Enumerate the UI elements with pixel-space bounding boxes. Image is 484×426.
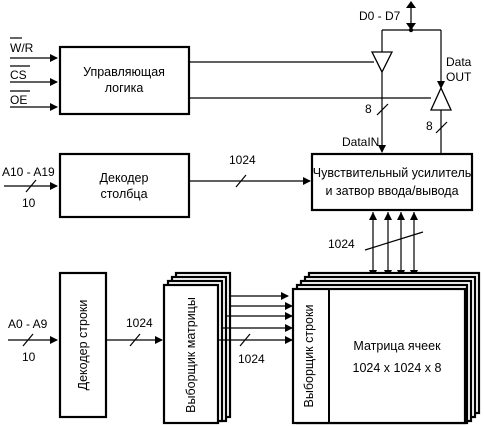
data-in-width: 8	[365, 102, 372, 116]
cell-matrix-line1: Матрица ячеек	[353, 339, 441, 353]
row-dec-width: 1024	[126, 316, 153, 330]
data-in-label: DataIN	[342, 135, 379, 149]
output-buffer: 8 Data OUT	[426, 30, 472, 154]
data-out-label-2: OUT	[446, 70, 472, 84]
output-buffer-triangle	[429, 86, 453, 111]
col-addr-width: 10	[22, 196, 36, 210]
row-selector-label: Выборщик строки	[302, 305, 316, 408]
selector-to-array-lines: 1024	[218, 292, 293, 366]
row-decoder-block: Декодер строки	[58, 271, 108, 419]
data-bus-arrow-up	[406, 1, 416, 8]
cs-label: CS	[10, 68, 27, 82]
data-bus-label: D0 - D7	[359, 9, 401, 23]
control-inputs: W/R CS OE	[10, 37, 58, 111]
row-sel-width: 1024	[238, 352, 265, 366]
cell-array-stack: Выборщик строки Матрица ячеек 1024 x 102…	[291, 271, 481, 425]
matrix-selector-stack: Выборщик матрицы	[162, 271, 232, 425]
row-decoder-label: Декодер строки	[76, 300, 90, 391]
sense-to-array-bus: 1024	[328, 212, 424, 278]
row-addr-label: A0 - A9	[8, 317, 48, 331]
column-decoder-line2: столбца	[100, 187, 147, 201]
data-bus-junction	[408, 27, 414, 33]
matrix-selector-label: Выборщик матрицы	[184, 297, 198, 413]
column-address-input: A10 - A19 10	[2, 165, 58, 210]
data-bus: D0 - D7	[359, 1, 441, 33]
sense-amp-line2: и затвор ввода/вывода	[325, 184, 458, 198]
control-logic-block: Управляющая логика	[58, 45, 191, 116]
input-buffer: 8 DataIN	[342, 30, 394, 153]
col-dec-width: 1024	[229, 153, 256, 167]
row-address-input: A0 - A9 10	[8, 317, 58, 364]
row-addr-width: 10	[22, 350, 36, 364]
data-bus-arrow-down	[406, 23, 416, 30]
col-addr-label: A10 - A19	[2, 165, 55, 179]
column-decoder-line1: Декодер	[100, 171, 149, 185]
data-out-width: 8	[426, 119, 433, 133]
sense-amplifier-block: Чувствительный усилитель и затвор ввода/…	[310, 152, 474, 212]
control-logic-line2: логика	[105, 81, 144, 95]
oe-label: OE	[10, 93, 27, 107]
data-out-label-1: Data	[446, 55, 472, 69]
control-logic-line1: Управляющая	[83, 65, 165, 79]
input-buffer-triangle	[370, 51, 394, 74]
sense-array-width: 1024	[328, 237, 355, 251]
sense-amp-line1: Чувствительный усилитель	[313, 166, 472, 180]
wr-label: W/R	[10, 41, 34, 55]
cell-matrix-line2: 1024 x 1024 x 8	[353, 361, 442, 375]
column-decoder-block: Декодер столбца	[58, 152, 191, 219]
